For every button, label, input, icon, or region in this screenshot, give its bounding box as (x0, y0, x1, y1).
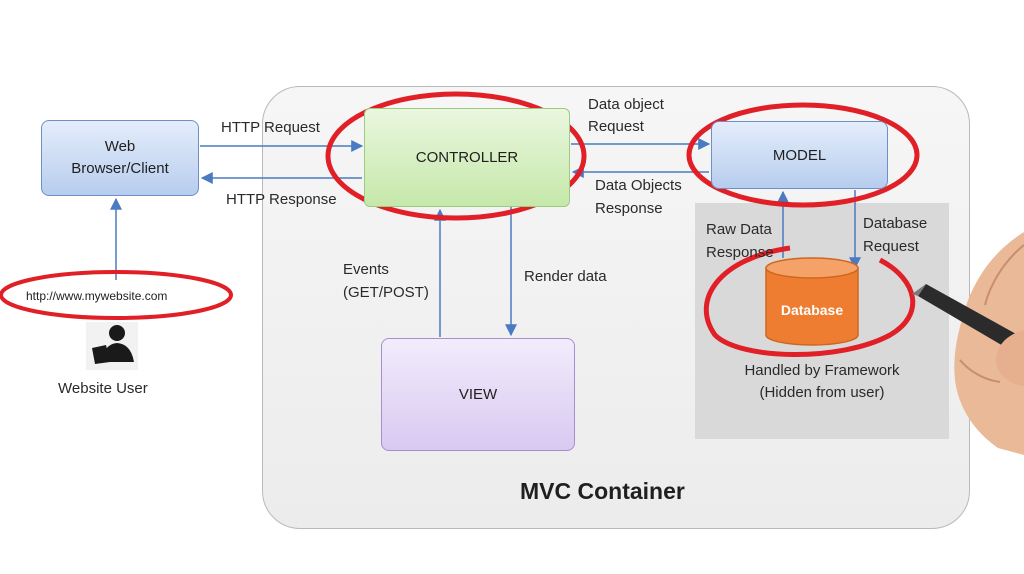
view-box: VIEW (381, 338, 575, 451)
model-box: MODEL (711, 121, 888, 189)
hand-with-pen-illustration (912, 232, 1024, 455)
framework-label-line1: Handled by Framework (744, 362, 900, 379)
framework-label-line2: (Hidden from user) (759, 384, 885, 401)
database-annotation-ellipse (703, 245, 916, 357)
website-user-label: Website User (58, 380, 148, 397)
database-cylinder (765, 257, 859, 346)
browser-label-line2: Browser/Client (71, 160, 169, 177)
http-response-label: HTTP Response (226, 191, 337, 208)
database-request-label-1: Database (863, 215, 928, 232)
render-data-label: Render data (524, 268, 607, 285)
database-request-label-2: Request (863, 238, 919, 255)
events-label-1: Events (343, 261, 389, 278)
http-request-label: HTTP Request (221, 119, 320, 136)
model-label: MODEL (772, 146, 827, 164)
view-label: VIEW (458, 386, 498, 403)
events-label-2: (GET/POST) (343, 284, 429, 301)
data-objects-response-label-2: Response (595, 200, 663, 217)
database-label: Database (780, 302, 844, 318)
data-object-request-label-2: Request (588, 118, 644, 135)
data-objects-response-label-1: Data Objects (595, 177, 682, 194)
controller-box: CONTROLLER (364, 108, 570, 207)
website-user-icon (86, 322, 138, 370)
browser-label-line1: Web (104, 138, 136, 155)
controller-label: CONTROLLER (415, 149, 519, 166)
framework-label: Handled by Framework (Hidden from user) (722, 360, 922, 404)
mvc-container-title: MVC Container (520, 478, 685, 504)
raw-data-response-label-2: Response (706, 244, 774, 261)
url-annotation-ellipse (0, 270, 233, 320)
raw-data-response-label-1: Raw Data (706, 221, 772, 238)
controller-annotation-ellipse (325, 91, 587, 221)
model-annotation-ellipse (686, 102, 920, 208)
web-browser-box: Web Browser/Client (41, 120, 199, 196)
url-text: http://www.mywebsite.com (26, 289, 168, 303)
data-object-request-label-1: Data object (588, 96, 664, 113)
